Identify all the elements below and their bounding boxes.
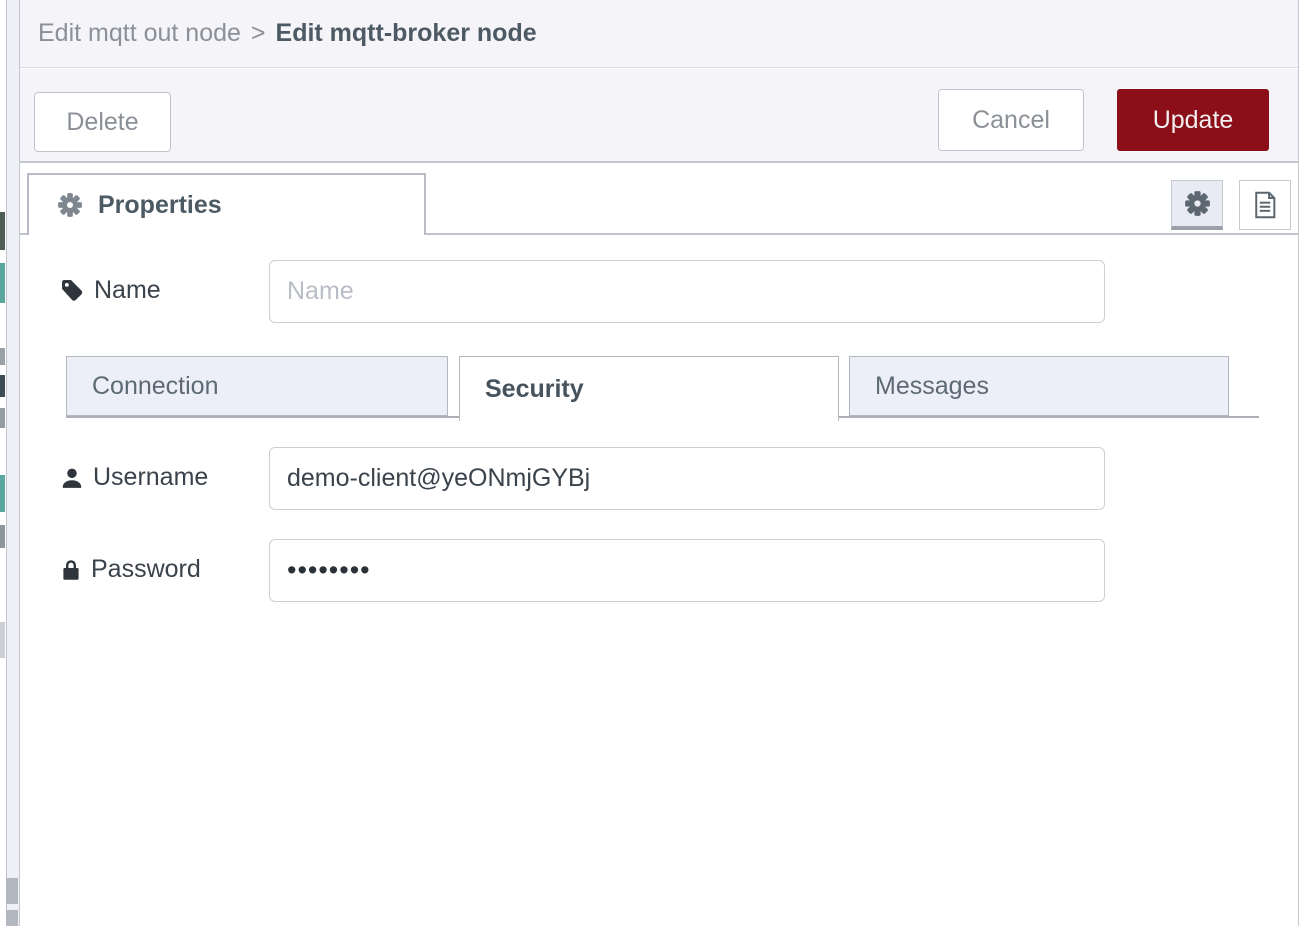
breadcrumb-separator: > [250, 19, 266, 47]
palette-node-fragment [0, 408, 5, 428]
workspace-background-strip [0, 0, 19, 926]
dialog-button-bar: Delete Cancel Update [20, 69, 1298, 163]
breadcrumb-parent-link[interactable]: Edit mqtt out node [38, 19, 241, 47]
tab-security[interactable]: Security [459, 356, 839, 421]
tab-connection[interactable]: Connection [66, 356, 448, 416]
password-label-text: Password [91, 555, 201, 583]
palette-node-fragment [0, 375, 5, 397]
node-settings-button[interactable] [1171, 180, 1223, 230]
scrollbar-thumb[interactable] [6, 910, 18, 926]
edit-node-dialog: Edit mqtt out node > Edit mqtt-broker no… [19, 0, 1299, 926]
delete-button[interactable]: Delete [34, 92, 171, 152]
breadcrumb-current: Edit mqtt-broker node [275, 19, 537, 47]
lock-icon [61, 559, 81, 581]
palette-node-fragment [0, 475, 5, 512]
broker-config-tabs: Connection Security Messages [66, 356, 1259, 421]
username-field-label: Username [61, 463, 208, 492]
password-input[interactable] [269, 539, 1105, 602]
palette-divider [6, 0, 7, 926]
tab-properties[interactable]: Properties [27, 173, 426, 235]
palette-node-fragment [0, 622, 5, 658]
password-field-label: Password [61, 555, 201, 584]
palette-node-fragment [0, 212, 5, 250]
user-icon [61, 467, 83, 489]
tag-icon [61, 279, 84, 302]
update-button[interactable]: Update [1117, 89, 1269, 151]
palette-node-fragment [0, 348, 5, 365]
panel-tab-baseline [20, 233, 1298, 235]
name-label-text: Name [94, 276, 161, 304]
gear-icon [1184, 190, 1211, 217]
palette-node-fragment [0, 263, 5, 303]
node-description-button[interactable] [1239, 180, 1291, 230]
name-field-label: Name [61, 276, 161, 305]
name-input[interactable] [269, 260, 1105, 323]
document-icon [1252, 191, 1278, 219]
cancel-button[interactable]: Cancel [938, 89, 1084, 151]
tab-messages[interactable]: Messages [849, 356, 1229, 416]
gear-icon [57, 192, 83, 218]
username-input[interactable] [269, 447, 1105, 510]
palette-lane [7, 0, 19, 926]
username-label-text: Username [93, 463, 209, 491]
tab-properties-label: Properties [98, 190, 222, 219]
scrollbar-thumb[interactable] [6, 878, 18, 904]
breadcrumb: Edit mqtt out node > Edit mqtt-broker no… [20, 0, 1298, 68]
palette-node-fragment [0, 525, 5, 548]
